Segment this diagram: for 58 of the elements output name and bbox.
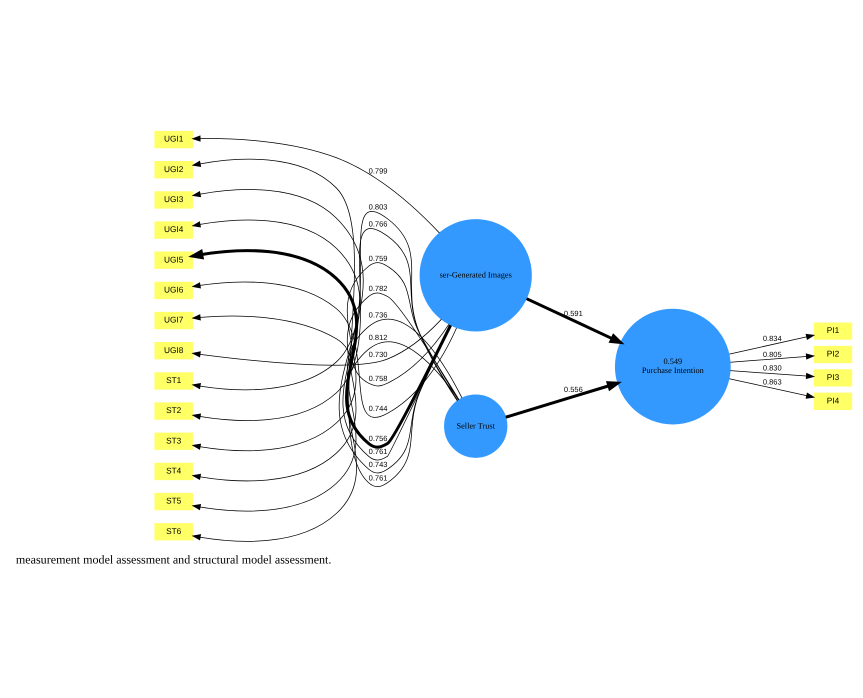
node-circle: 0.549 Purchase Intention <box>614 308 731 424</box>
node-box: ST6 <box>154 523 193 540</box>
node-box: ST4 <box>154 462 193 480</box>
node-box: PI3 <box>814 369 852 387</box>
edge-label: 0.736 <box>368 310 388 320</box>
node-box: UGI1 <box>154 130 193 148</box>
arrow <box>191 318 442 366</box>
edge-label: 0.591 <box>564 309 583 318</box>
arrow <box>728 334 816 354</box>
node-box: PI4 <box>814 392 852 410</box>
arrow <box>728 378 816 399</box>
edge-label: 0.834 <box>762 334 782 343</box>
edge-label: 0.830 <box>762 363 782 372</box>
node-box: ST3 <box>154 432 193 450</box>
edge-label: 0.803 <box>368 202 388 212</box>
edge-label: 0.743 <box>368 460 388 469</box>
arrow <box>730 353 816 363</box>
edge-label: 0.730 <box>368 350 388 359</box>
edge-label: 0.805 <box>762 350 782 359</box>
edge-label: 0.758 <box>368 374 388 383</box>
edge-label: 0.812 <box>368 333 388 342</box>
node-circle: Seller Trust <box>444 394 508 458</box>
node-box: UGI3 <box>154 191 193 209</box>
node-box: UGI8 <box>154 342 193 360</box>
arrow <box>192 314 450 386</box>
node-box: UGI4 <box>154 221 193 239</box>
node-box: ST1 <box>154 372 193 390</box>
node-box: UGI5 <box>154 252 193 269</box>
node-box: UGI7 <box>154 312 193 330</box>
arrow <box>192 228 458 421</box>
edge-label: 0.766 <box>368 219 388 228</box>
edge-label: 0.863 <box>762 378 782 387</box>
node-box: UGI2 <box>154 161 193 178</box>
node-box: ST5 <box>154 492 193 510</box>
node-box: ST2 <box>154 402 193 420</box>
edge-label: 0.761 <box>368 473 388 482</box>
arrow <box>192 318 462 512</box>
arrow <box>505 381 622 419</box>
node-box: PI2 <box>814 346 852 364</box>
edge-label: 0.759 <box>368 254 388 263</box>
arrow <box>192 282 457 418</box>
node-circle: ser-Generated Images <box>420 219 532 332</box>
arrow <box>192 220 452 460</box>
edge-label: 0.799 <box>368 166 388 176</box>
edge-label: 0.761 <box>368 447 388 456</box>
arrow <box>192 292 460 482</box>
edge-label: 0.556 <box>564 385 583 394</box>
arrow <box>526 297 625 344</box>
arrow <box>730 370 816 380</box>
edge-label: 0.782 <box>368 284 388 294</box>
node-box: UGI6 <box>154 282 193 300</box>
arrow <box>192 212 458 402</box>
node-box: PI1 <box>814 322 852 340</box>
edge-label: 0.756 <box>368 434 388 444</box>
arrow <box>191 135 440 234</box>
edge-label: 0.744 <box>368 404 388 414</box>
label: measurement model assessment and structural model assessment. <box>16 552 332 566</box>
arrow <box>192 342 460 542</box>
